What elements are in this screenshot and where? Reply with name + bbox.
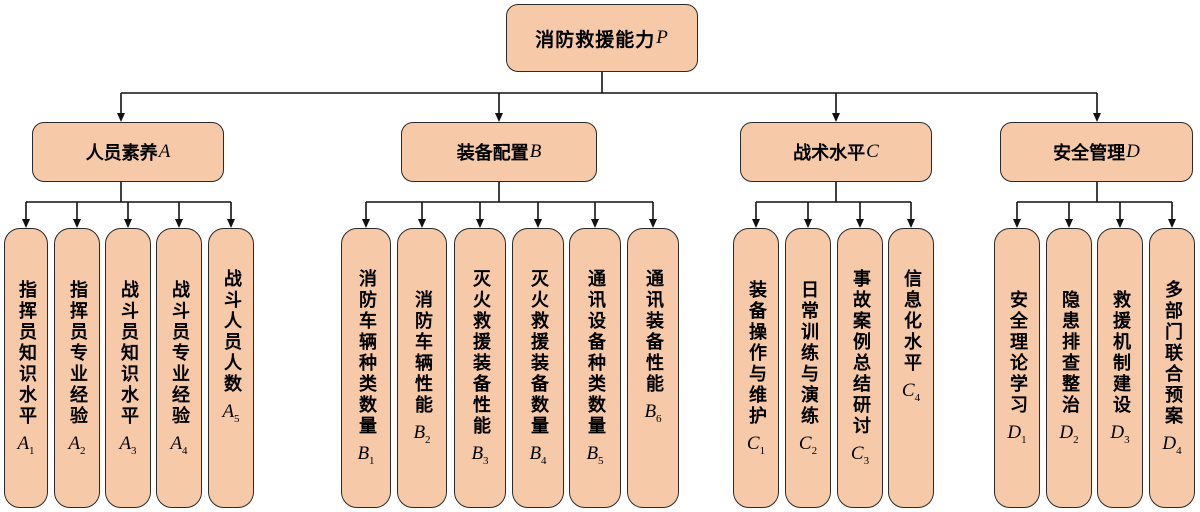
leaf-node: 灭火救援装备数量 B4 <box>512 228 564 508</box>
arrowhead <box>22 219 30 228</box>
leaf-symbol: D4 <box>1162 432 1182 457</box>
arrowhead <box>856 219 864 228</box>
leaf-symbol: C4 <box>901 380 921 404</box>
arrowhead <box>534 219 542 228</box>
category-label: 安全管理 <box>1053 143 1126 164</box>
leaf-symbol: B4 <box>529 443 547 467</box>
leaf-symbol: C3 <box>850 443 870 467</box>
leaf-symbol: A4 <box>170 432 188 457</box>
leaf-symbol: B6 <box>644 401 662 425</box>
leaf-label: 指挥员专业经验 <box>67 279 88 427</box>
leaf-node: 信息化水平 C4 <box>888 228 934 508</box>
arrowhead <box>804 219 812 228</box>
leaf-node: 消防车辆种类数量 B1 <box>341 228 391 508</box>
leaf-symbol: A5 <box>222 401 240 425</box>
leaf-node: 通讯设备种类数量 B5 <box>569 228 621 508</box>
leaf-label: 战斗人员人数 <box>221 269 242 395</box>
category-symbol: B <box>529 141 542 162</box>
leaf-label: 多部门联合预案 <box>1162 279 1183 427</box>
arrowhead <box>1013 219 1021 228</box>
leaf-label: 灭火救援装备性能 <box>470 269 491 438</box>
arrowhead <box>418 219 426 228</box>
leaf-symbol: B3 <box>471 443 489 467</box>
leaf-label: 安全理论学习 <box>1007 290 1028 417</box>
leaf-label: 通讯装备性能 <box>643 269 664 395</box>
leaf-node: 指挥员知识水平 A1 <box>4 228 48 508</box>
arrowhead <box>362 219 370 228</box>
leaf-symbol: D3 <box>1110 422 1130 446</box>
arrowhead <box>591 219 599 228</box>
category-label: 战术水平 <box>793 143 866 164</box>
arrowhead <box>1093 113 1101 122</box>
leaf-node: 战斗员专业经验 A4 <box>156 228 202 508</box>
leaf-node: 多部门联合预案 D4 <box>1149 228 1195 508</box>
leaf-node: 装备操作与维护 C1 <box>733 228 779 508</box>
leaf-label: 消防车辆性能 <box>412 290 433 417</box>
leaf-label: 日常训练与演练 <box>798 279 819 427</box>
leaf-symbol: B1 <box>357 443 375 467</box>
leaf-node: 隐患排查整治 D2 <box>1046 228 1092 508</box>
arrowhead <box>227 219 235 228</box>
category-symbol: D <box>1126 141 1140 162</box>
leaf-node: 消防车辆性能 B2 <box>397 228 447 508</box>
arrowhead <box>124 219 132 228</box>
leaf-node: 灭火救援装备性能 B3 <box>454 228 506 508</box>
leaf-symbol: A3 <box>119 432 137 457</box>
arrowhead <box>649 219 657 228</box>
root-symbol: P <box>656 27 669 48</box>
leaf-node: 日常训练与演练 C2 <box>785 228 831 508</box>
leaf-symbol: A2 <box>68 432 86 457</box>
leaf-symbol: C1 <box>746 432 766 457</box>
leaf-node: 救援机制建设 D3 <box>1097 228 1143 508</box>
leaf-label: 战斗员专业经验 <box>169 279 190 427</box>
arrowhead <box>907 219 915 228</box>
leaf-symbol: D1 <box>1007 422 1027 446</box>
arrowhead <box>117 113 125 122</box>
leaf-label: 消防车辆种类数量 <box>356 269 377 438</box>
leaf-label: 隐患排查整治 <box>1059 290 1080 417</box>
arrowhead <box>476 219 484 228</box>
leaf-symbol: B5 <box>586 443 604 467</box>
arrowhead <box>1116 219 1124 228</box>
arrowhead <box>1065 219 1073 228</box>
leaf-symbol: D2 <box>1059 422 1079 446</box>
leaf-label: 事故案例总结研讨 <box>850 269 871 438</box>
leaf-label: 信息化水平 <box>901 269 922 374</box>
category-symbol: A <box>158 141 171 162</box>
leaf-node: 安全理论学习 D1 <box>994 228 1040 508</box>
category-label: 装备配置 <box>456 143 529 164</box>
arrowhead <box>73 219 81 228</box>
category-symbol: C <box>866 141 879 162</box>
leaf-node: 事故案例总结研讨 C3 <box>837 228 883 508</box>
leaf-node: 战斗人员人数 A5 <box>208 228 254 508</box>
leaf-label: 战斗员知识水平 <box>118 279 139 427</box>
leaf-symbol: A1 <box>17 432 35 457</box>
leaf-label: 指挥员知识水平 <box>16 279 37 427</box>
leaf-label: 装备操作与维护 <box>746 279 767 427</box>
arrowhead <box>175 219 183 228</box>
leaf-label: 救援机制建设 <box>1110 290 1131 417</box>
arrowhead <box>832 113 840 122</box>
leaf-node: 战斗员知识水平 A3 <box>105 228 151 508</box>
leaf-label: 灭火救援装备数量 <box>528 269 549 438</box>
arrowhead <box>495 113 503 122</box>
leaf-node: 通讯装备性能 B6 <box>627 228 679 508</box>
leaf-symbol: B2 <box>413 422 431 446</box>
arrowhead <box>1168 219 1176 228</box>
category-label: 人员素养 <box>85 143 158 164</box>
leaf-node: 指挥员专业经验 A2 <box>54 228 100 508</box>
arrowhead <box>752 219 760 228</box>
leaf-symbol: C2 <box>798 432 818 457</box>
leaf-label: 通讯设备种类数量 <box>585 269 606 438</box>
root-label: 消防救援能力 <box>535 28 656 51</box>
